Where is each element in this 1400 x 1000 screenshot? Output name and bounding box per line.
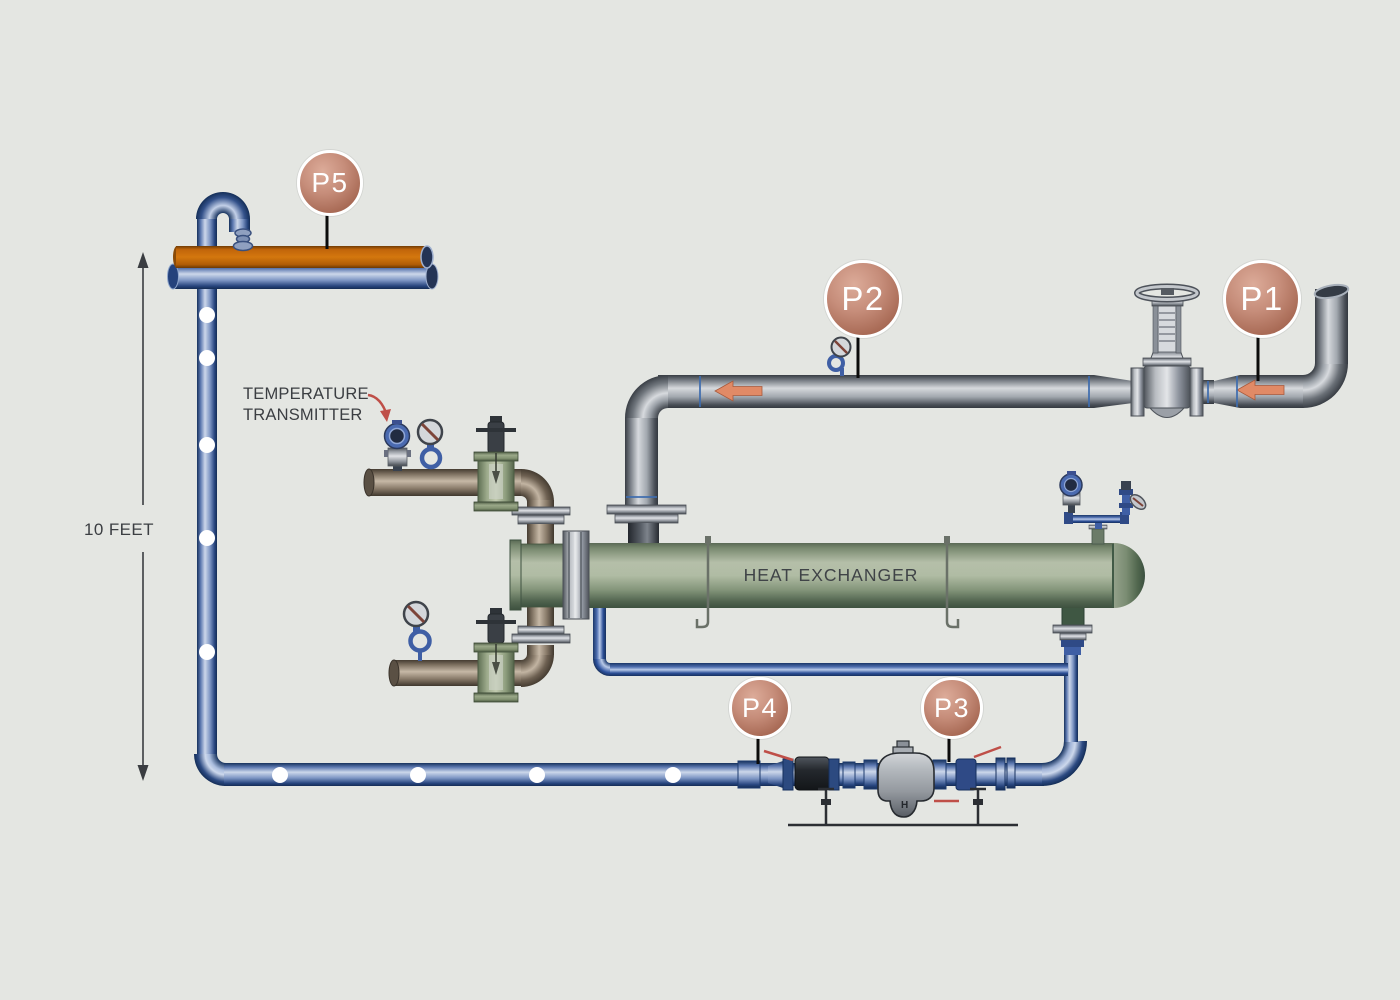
bottom-right-elbow (1042, 741, 1087, 786)
pipe-supports (788, 787, 1018, 827)
condensate-trap-assembly: H (737, 740, 1018, 827)
temperature-transmitter-device (383, 420, 411, 471)
channel-head-flange (562, 530, 590, 620)
bottom-left-elbow (194, 754, 226, 786)
temperature-transmitter-label-line2: TRANSMITTER (243, 406, 363, 424)
expander (1214, 375, 1240, 408)
dimension-arrow-down (137, 765, 149, 781)
hx-outlet-nozzle (1052, 606, 1093, 655)
badge-label-p5: P5 (311, 167, 349, 198)
control-valve-lower (473, 608, 519, 703)
pipe-coupling (737, 760, 761, 789)
pigtail-syphon (827, 354, 845, 372)
orange-header (176, 246, 428, 268)
vessel-dome-cap (1114, 543, 1145, 608)
pigtail-syphon (408, 629, 432, 653)
steam-trap: H (877, 740, 935, 818)
isolation-valve (955, 758, 977, 791)
steam-header-pipe (167, 228, 439, 290)
measurement-point-p4[interactable]: P4 (729, 677, 791, 739)
pressure-gauge-lower (402, 600, 432, 661)
trap-marking: H (901, 800, 908, 811)
badge-label-p2: P2 (841, 280, 885, 317)
measurement-point-p5[interactable]: P5 (297, 150, 363, 216)
control-valve-upper (473, 416, 519, 512)
vessel-tie-rods (695, 536, 960, 629)
dimension-label: 10 FEET (84, 520, 154, 539)
ball-valve (794, 756, 830, 791)
measurement-point-p3[interactable]: P3 (921, 677, 983, 739)
upper-branch-pipe (363, 468, 571, 545)
temperature-transmitter-label-line1: TEMPERATURE (243, 385, 369, 403)
temperature-transmitter-label: TEMPERATURE TRANSMITTER (243, 384, 369, 426)
heat-exchanger-label: HEAT EXCHANGER (743, 565, 919, 585)
pigtail-syphon (419, 446, 443, 470)
reducer (1094, 375, 1133, 408)
measurement-point-p2[interactable]: P2 (824, 260, 902, 338)
heat-exchanger-vessel (509, 530, 1145, 629)
pressure-gauge-upper (416, 418, 444, 470)
pressure-gauge-steam-line (827, 336, 852, 376)
hx-drain-line (593, 600, 1068, 676)
dimension-arrow-up (137, 252, 149, 268)
pipe-open-end (1313, 283, 1350, 300)
badge-label-p1: P1 (1240, 280, 1284, 317)
pipe-flow-dots (199, 307, 681, 783)
gate-valve (1130, 283, 1204, 418)
riser-loop-bend (196, 192, 250, 219)
badge-label-p4: P4 (741, 692, 779, 723)
hx-level-instrument-assembly (1059, 471, 1147, 545)
hx-inlet-flange (606, 504, 687, 515)
callout-arrow (367, 393, 391, 422)
dimension-indicator (137, 252, 149, 781)
pipe-seams (626, 376, 1238, 498)
pipe-union (995, 757, 1006, 791)
measurement-point-p1[interactable]: P1 (1223, 260, 1301, 338)
flow-arrow-right (1236, 379, 1285, 401)
steam-pipe-elbow (625, 375, 668, 418)
header-union-fitting (232, 228, 254, 252)
valve-levers (763, 745, 1002, 803)
supply-riser-elbow (1303, 363, 1348, 408)
badge-label-p3: P3 (933, 692, 971, 723)
flow-arrows (714, 379, 1285, 402)
flow-arrow-left (714, 380, 763, 402)
